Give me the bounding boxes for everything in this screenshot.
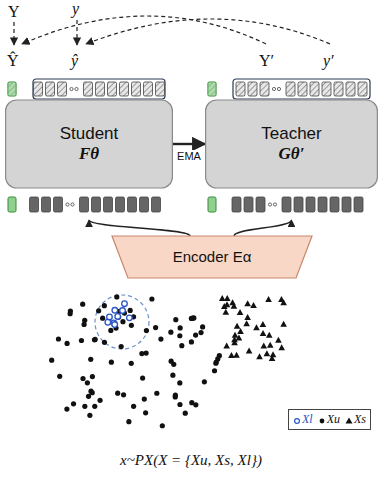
dashed-arrow [86,19,330,44]
feature-cell [358,82,367,96]
legend-sample [345,415,353,425]
feature-cell [318,197,327,212]
feature-cell [116,197,125,212]
node-title: Student [60,124,119,144]
feature-cell [256,197,265,212]
feature-cell [282,197,291,212]
feature-cell [260,82,269,96]
feature-cell [42,197,51,212]
ellipsis-dot [75,87,78,90]
distribution-label: x~PX(X = {Xu, Xs, Xl}) [120,452,262,469]
feature-cell [140,197,149,212]
network-box: StudentFθ [5,78,173,220]
output-symbol: ŷ [71,52,78,70]
output-group [33,79,165,99]
feature-cell [286,82,295,96]
ellipsis-dot [66,203,69,206]
legend-entry: Xl [293,412,313,427]
node-symbol: Fθ [79,144,99,164]
feature-cell [34,82,43,96]
legend-entry: Xu [318,412,340,427]
network-body [206,100,378,188]
feature-cell [322,82,331,96]
dashed-arrow [13,22,14,45]
legend-sample [293,415,301,425]
ellipsis-dot [272,87,275,90]
encoder-trapezoid: Encoder Eα [112,236,312,278]
node-symbol: Gθ′ [279,144,305,164]
feature-cell [346,82,355,96]
ellipsis-dot [273,203,276,206]
output-symbol: y′ [323,52,334,70]
class-token-output [208,82,216,96]
node-title: Encoder Eα [173,248,252,265]
dashed-arrow [76,20,77,45]
legend-text: Xl [302,412,313,427]
feature-cell [152,197,161,212]
legend-entry: Xs [345,412,366,427]
feature-cell [104,197,113,212]
feature-cell [84,82,93,96]
legend-text: Xu [327,412,340,427]
feature-cell [294,197,303,212]
feature-cell [298,82,307,96]
feature-cell [58,82,67,96]
dashed-arrow [22,16,266,44]
feature-cell [132,82,141,96]
dashed-region [95,295,149,349]
output-symbol: y [72,0,79,18]
feature-cell [236,82,245,96]
feature-cell [92,197,101,212]
class-token-output [8,82,16,96]
ellipsis-dot [277,87,280,90]
output-symbol: Y′ [259,52,274,70]
feature-cell [144,82,153,96]
ellipsis-dot [70,87,73,90]
feature-cell [96,82,105,96]
feature-cell [54,197,63,212]
ema-arrow [173,143,205,145]
ellipsis-dot [71,203,74,206]
feature-cell [330,197,339,212]
feature-cell [334,82,343,96]
feature-cell [46,82,55,96]
edge-label: EMA [175,150,203,162]
feature-cell [108,82,117,96]
feature-cell [310,82,319,96]
class-token-input [8,197,16,212]
encoder-shape [112,236,312,278]
feature-cell [342,197,351,212]
feature-cell [30,197,39,212]
feature-cell [156,82,165,96]
feature-cell [248,82,257,96]
feature-cell [354,197,363,212]
node-title: Teacher [261,124,321,144]
network-box: TeacherGθ′ [205,78,378,220]
feature-cell [120,82,129,96]
feature-arrow [89,220,190,236]
feature-cell [128,197,137,212]
legend-sample [318,415,326,425]
feature-arrow [234,220,292,236]
feature-cell [232,197,241,212]
legend-box: Xl Xu Xs [288,409,371,430]
output-group [233,79,370,99]
feature-cell [306,197,315,212]
scatter-points [49,294,287,428]
output-symbol: Y [8,3,20,21]
output-symbol: Ŷ [7,52,19,70]
legend-text: Xs [354,412,366,427]
feature-cell [80,197,89,212]
feature-cell [244,197,253,212]
class-token-input [208,197,216,212]
ellipsis-dot [268,203,271,206]
network-body [6,100,173,188]
